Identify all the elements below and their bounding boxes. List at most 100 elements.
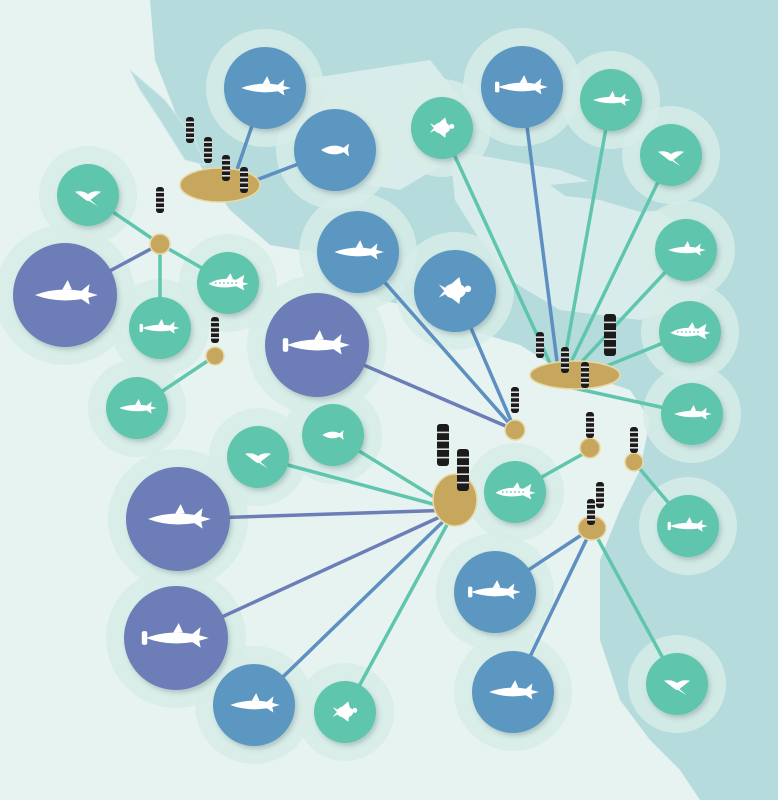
island: [504, 419, 526, 441]
whale-shark-icon: [495, 482, 536, 500]
tuna-icon: [320, 143, 350, 157]
species-bubble-coiba[interactable]: [661, 383, 723, 445]
species-bubble-coiba[interactable]: [580, 69, 642, 131]
hammerhead-shark-icon: [667, 517, 708, 532]
species-bubble-clipperton[interactable]: [106, 377, 168, 439]
island: [624, 452, 644, 472]
tagging-sites: [149, 117, 644, 541]
site-gulf-of-california: [179, 117, 261, 203]
species-bubble-revillagigedo[interactable]: [13, 243, 117, 347]
species-bubble-galapagos[interactable]: [213, 664, 295, 746]
satellite-tag-icon: [457, 449, 469, 491]
species-bubble-ecuador-coast[interactable]: [472, 651, 554, 733]
species-bubble-gorgona[interactable]: [657, 495, 719, 557]
migration-link-galapagos: [343, 508, 457, 714]
species-bubble-galapagos[interactable]: [126, 467, 230, 571]
migration-link-coiba: [520, 85, 562, 387]
shark-icon: [593, 91, 631, 106]
shark-icon: [34, 279, 98, 305]
site-gorgona: [624, 427, 644, 472]
hammerhead-shark-icon: [468, 580, 521, 600]
satellite-tag-icon: [240, 167, 248, 193]
hammerhead-shark-icon: [139, 319, 180, 334]
species-bubble-galapagos[interactable]: [124, 586, 228, 690]
site-ecuador-coast: [577, 482, 607, 541]
species-bubble-coiba[interactable]: [655, 219, 717, 281]
species-bubble-galapagos[interactable]: [227, 426, 289, 488]
species-bubble-coiba[interactable]: [640, 124, 702, 186]
satellite-tag-icon: [536, 332, 544, 358]
cuba: [550, 180, 665, 212]
species-bubble-revillagigedo[interactable]: [129, 297, 191, 359]
island: [529, 360, 621, 390]
satellite-tag-icon: [604, 314, 616, 356]
shark-icon: [119, 399, 157, 414]
species-bubble-revillagigedo[interactable]: [197, 252, 259, 314]
species-bubble-ecuador-coast[interactable]: [646, 653, 708, 715]
island: [205, 346, 225, 366]
species-bubbles: [13, 46, 723, 746]
satellite-tag-icon: [586, 412, 594, 438]
species-bubble-coiba[interactable]: [411, 97, 473, 159]
satellite-tag-icon: [204, 137, 212, 163]
baja-california: [129, 69, 206, 166]
shark-icon: [241, 76, 291, 96]
hammerhead-shark-icon: [282, 329, 350, 355]
whale-shark-icon: [670, 322, 711, 340]
species-bubble-coiba[interactable]: [659, 301, 721, 363]
satellite-tag-icon: [222, 155, 230, 181]
species-bubble-revillagigedo[interactable]: [57, 164, 119, 226]
migration-link-coiba: [558, 153, 673, 387]
satellite-tag-icon: [561, 347, 569, 373]
species-bubble-coiba[interactable]: [481, 46, 563, 128]
hammerhead-shark-icon: [495, 75, 548, 95]
satellite-tag-icon: [186, 117, 194, 143]
species-bubble-gulf-of-california[interactable]: [294, 109, 376, 191]
species-bubble-ecuador-coast[interactable]: [454, 551, 536, 633]
species-bubble-galapagos[interactable]: [302, 404, 364, 466]
satellite-tag-icon: [630, 427, 638, 453]
shark-icon: [230, 693, 280, 713]
species-bubble-cocos[interactable]: [414, 250, 496, 332]
species-bubble-cocos[interactable]: [317, 211, 399, 293]
site-coiba: [529, 314, 621, 390]
shark-icon: [674, 405, 712, 420]
migration-link-galapagos: [252, 508, 457, 707]
satellite-tag-icon: [581, 362, 589, 388]
manta-ray-icon: [663, 680, 691, 696]
site-galapagos: [432, 424, 478, 527]
shark-icon: [147, 503, 211, 529]
shark-icon: [489, 680, 539, 700]
satellite-tag-icon: [511, 387, 519, 413]
species-bubble-cocos[interactable]: [265, 293, 369, 397]
satellite-tag-icon: [437, 424, 449, 466]
sea-turtle-icon: [332, 701, 358, 722]
satellite-tag-icon: [596, 482, 604, 508]
manta-ray-icon: [244, 453, 272, 469]
satellite-tag-icon: [587, 499, 595, 525]
site-cocos: [504, 387, 526, 441]
shark-icon: [334, 240, 384, 260]
species-bubble-galapagos[interactable]: [314, 681, 376, 743]
whale-shark-icon: [208, 273, 249, 291]
species-bubble-malpelo[interactable]: [484, 461, 546, 523]
manta-ray-icon: [657, 151, 685, 167]
sea-turtle-icon: [438, 276, 472, 304]
migration-link-galapagos: [256, 455, 457, 512]
island: [579, 437, 601, 459]
turtle-icon: [429, 117, 455, 138]
satellite-tag-icon: [211, 317, 219, 343]
site-malpelo: [579, 412, 601, 459]
site-clipperton: [205, 317, 225, 366]
hammerhead-shark-icon: [141, 622, 209, 648]
shark-icon: [668, 241, 706, 256]
tuna-icon: [322, 430, 344, 440]
migration-link-coiba: [558, 98, 613, 387]
species-bubble-gulf-of-california[interactable]: [224, 47, 306, 129]
manta-ray-icon: [74, 191, 102, 207]
satellite-tag-icon: [156, 187, 164, 213]
island: [432, 473, 478, 527]
island: [149, 233, 171, 255]
site-revillagigedo: [149, 187, 171, 255]
